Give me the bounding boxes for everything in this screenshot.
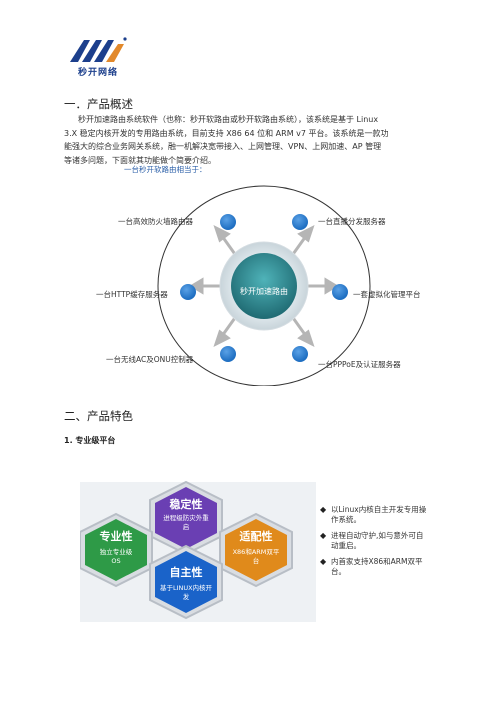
bullet-text: 进程自动守护,如与意外可自动重启。 [331,531,424,550]
bullet-item: ◆ 进程自动守护,如与意外可自动重启。 [320,531,430,551]
bullet-text: 内首家支持X86和ARM双平台。 [331,557,423,576]
label-http-cache-server: 一台HTTP缓存服务器 [96,290,168,299]
label-wireless-ac-onu: 一台无线AC及ONU控制器 [106,355,194,364]
section-title-overview: 一．产品概述 [64,97,133,111]
center-label: 秒开加速路由 [240,287,288,296]
label-virtualization-platform: 一套虚拟化管理平台 [353,290,421,299]
hex-sub-autonomy: 基于LINUX内核开发 [159,584,213,601]
bullet-item: ◆ 内首家支持X86和ARM双平台。 [320,557,430,577]
subsection-professional-platform: 1. 专业级平台 [64,436,116,445]
bullet-item: ◆ 以Linux内核自主开发专用操作系统。 [320,505,430,525]
paragraph-line: 秒开加速路由系统软件（也称：秒开软路由或秒开软路由系统），该系统是基于 Linu… [78,115,379,124]
label-firewall-router: 一台高效防火墙路由器 [118,217,193,226]
feature-bullet-list: ◆ 以Linux内核自主开发专用操作系统。 ◆ 进程自动守护,如与意外可自动重启… [320,505,430,583]
hex-adaptability [225,519,287,581]
paragraph-line: 能强大的综合业务网关系统，融一机解决宽带接入、上网管理、VPN、上网加速、AP … [64,142,382,151]
logo-mark-icon [70,37,127,62]
section-title-features: 二、产品特色 [64,409,133,423]
hex-title-stability: 稳定性 [169,498,203,511]
hex-title-adaptability: 适配性 [239,530,273,543]
logo-text: 秒开网络 [77,68,118,78]
hex-professionalism [85,519,147,581]
features-hexagon-graphic [80,480,316,622]
node-wireless-ac-onu [220,346,236,362]
diamond-bullet-icon: ◆ [320,557,327,566]
company-logo: 秒开网络 [66,34,136,78]
bullet-text: 以Linux内核自主开发专用操作系统。 [331,505,427,524]
diamond-bullet-icon: ◆ [320,505,327,514]
node-virtualization-platform [332,284,348,300]
center-node [231,253,297,319]
label-live-streaming-server: 一台直播分发服务器 [318,217,386,226]
node-http-cache-server [180,284,196,300]
hex-autonomy [155,551,217,613]
router-function-diagram [157,185,371,386]
hex-stability [155,487,217,549]
diagram-title: 一台秒开软路由相当于： [124,165,207,174]
hex-sub-stability: 进程级防灾外重启 [163,514,209,531]
node-firewall-router [220,214,236,230]
hex-title-professionalism: 专业性 [99,530,133,543]
hex-sub-adaptability: X86和ARM双平台 [232,548,280,565]
diamond-bullet-icon: ◆ [320,531,327,540]
paragraph-line: 等诸多问题，下面就其功能做个简要介绍。 [64,155,216,165]
node-pppoe-auth-server [292,346,308,362]
outer-ring [157,185,371,386]
label-pppoe-auth-server: 一台PPPoE及认证服务器 [318,360,401,369]
overview-paragraph: 秒开加速路由系统软件（也称：秒开软路由或秒开软路由系统），该系统是基于 Linu… [64,113,434,167]
node-live-streaming-server [292,214,308,230]
paragraph-line: 3.X 稳定内核开发的专用路由系统，目前支持 X86 64 位和 ARM v7 … [64,128,389,138]
hex-title-autonomy: 自主性 [169,566,203,579]
